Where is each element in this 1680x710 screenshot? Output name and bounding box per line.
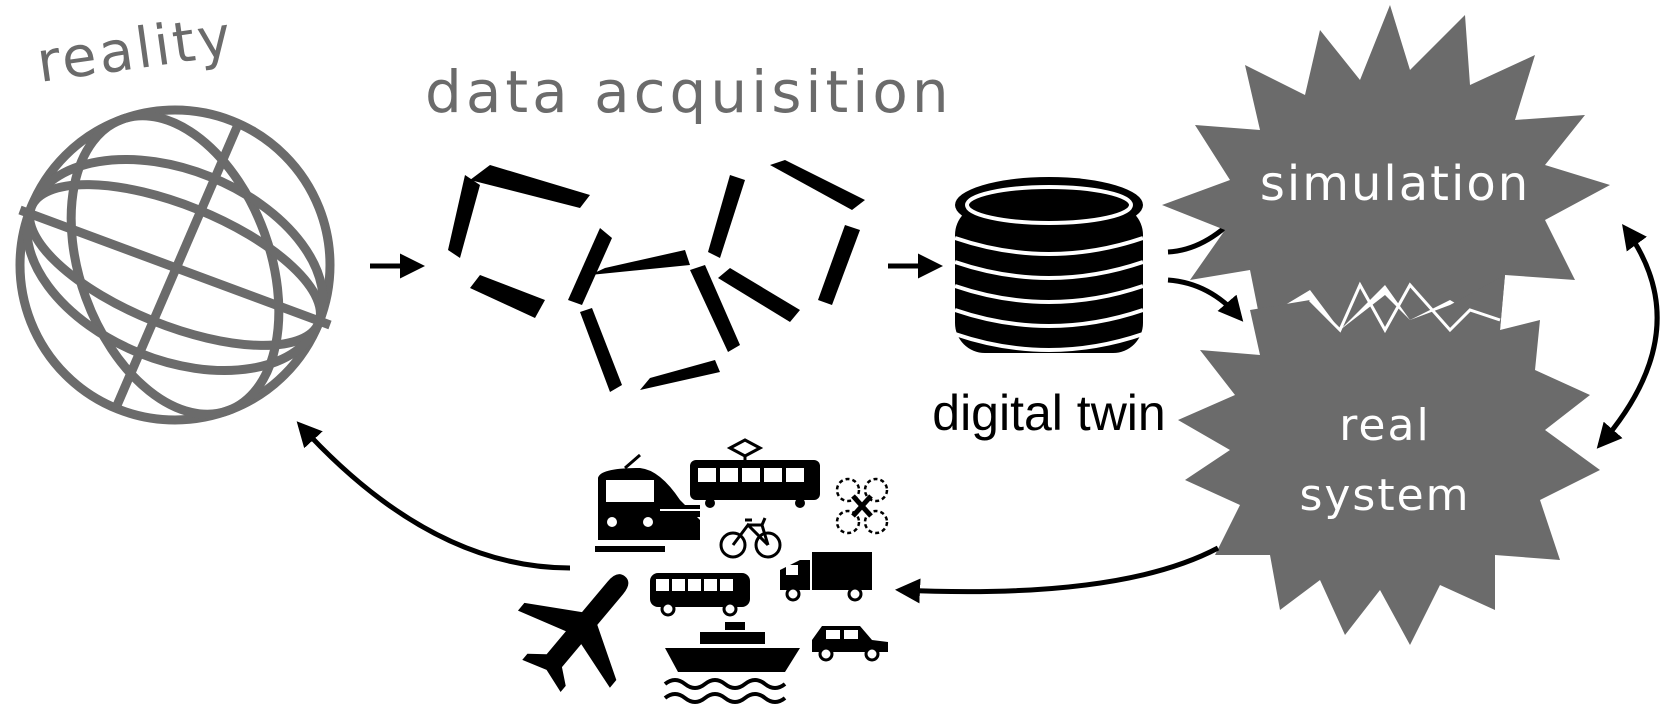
digital-twin-label: digital twin (932, 385, 1165, 441)
train-icon (595, 453, 700, 552)
globe-icon (15, 105, 335, 425)
simulation-label: simulation (1260, 156, 1530, 212)
car-icon (812, 626, 888, 662)
ship-icon (663, 622, 800, 704)
sensor-arcs-icon (448, 160, 865, 392)
real-system-label-line2: system (1299, 470, 1470, 521)
arrow-simulation-real-system (1596, 223, 1660, 449)
arrow-real-system-to-transport (895, 545, 1220, 604)
real-system-burst (1178, 275, 1600, 645)
drone-icon (835, 477, 889, 535)
data-acquisition-label: data acquisition (425, 58, 953, 126)
truck-icon (780, 552, 872, 602)
arrow-transport-to-reality (296, 421, 571, 571)
airplane-icon (517, 574, 629, 693)
arrow-twin-to-real-system (1167, 277, 1244, 322)
reality-label: reality (33, 4, 238, 96)
transport-icons (517, 438, 889, 704)
burst-seam (1308, 281, 1501, 334)
bus-icon (650, 573, 750, 617)
real-system-label-line1: real (1339, 400, 1430, 451)
tram-icon (690, 438, 820, 508)
bicycle-icon (719, 517, 782, 559)
database-icon (954, 177, 1144, 353)
simulation-burst (1162, 5, 1610, 330)
